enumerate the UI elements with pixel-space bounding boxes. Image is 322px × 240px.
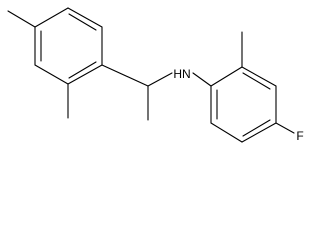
double-bond-inner xyxy=(242,72,271,90)
double-bond-inner xyxy=(242,119,271,137)
bond xyxy=(241,66,277,87)
double-bond-inner xyxy=(68,61,97,79)
left-aromatic-ring xyxy=(34,7,103,85)
right-aromatic-ring xyxy=(210,66,277,143)
bond xyxy=(34,64,69,85)
amine-label: HN xyxy=(173,67,190,81)
bond xyxy=(67,7,103,28)
bond xyxy=(34,7,69,28)
bond xyxy=(210,66,243,87)
bond-n-to-ring xyxy=(192,72,212,87)
bond-ring-to-f xyxy=(275,122,295,134)
fluorine-label: F xyxy=(296,129,303,143)
methyl-bond-top xyxy=(7,10,36,28)
bond-ring-to-ch xyxy=(101,64,149,87)
bond xyxy=(241,122,277,143)
molecule-drawing: HN F xyxy=(7,7,304,143)
double-bond-inner xyxy=(68,13,97,31)
bond-ch-to-n xyxy=(147,72,173,87)
bond xyxy=(67,64,103,85)
bond xyxy=(210,122,243,143)
structure-canvas: HN F xyxy=(7,7,304,143)
